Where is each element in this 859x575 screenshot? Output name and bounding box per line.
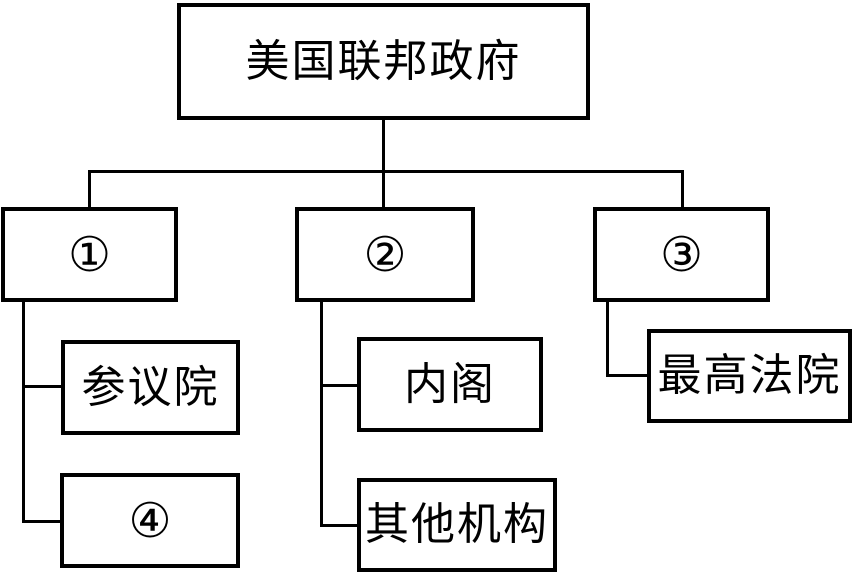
connector-horizontal-bus	[88, 170, 684, 173]
connector-root-stem	[382, 120, 385, 207]
node-other-agencies: 其他机构	[357, 478, 557, 572]
connector-to-other-agencies	[320, 524, 357, 527]
connector-drop-to-branch1	[88, 170, 91, 207]
node-branch3-label: ③	[659, 226, 704, 283]
connector-branch1-trunk	[22, 302, 25, 523]
node-federal-government: 美国联邦政府	[177, 3, 590, 120]
connector-to-supreme-court	[606, 374, 647, 377]
connector-to-senate	[22, 385, 61, 388]
node-federal-government-label: 美国联邦政府	[245, 35, 522, 87]
connector-to-branch4	[22, 520, 60, 523]
node-senate-label: 参议院	[81, 361, 220, 413]
connector-to-cabinet	[320, 384, 357, 387]
node-branch2-label: ②	[363, 226, 407, 283]
node-other-agencies-label: 其他机构	[365, 499, 549, 550]
connector-branch3-trunk	[606, 302, 609, 377]
connector-drop-to-branch3	[681, 170, 684, 207]
node-branch4-label: ④	[128, 492, 172, 549]
connector-branch2-trunk	[320, 302, 323, 527]
node-senate: 参议院	[61, 340, 240, 435]
node-branch1-label: ①	[67, 226, 112, 283]
node-cabinet: 内阁	[357, 337, 543, 432]
node-branch3: ③	[593, 207, 770, 302]
node-branch1: ①	[1, 207, 178, 302]
node-branch4: ④	[60, 473, 240, 568]
node-cabinet-label: 内阁	[404, 358, 496, 410]
node-branch2: ②	[295, 207, 475, 302]
node-supreme-court: 最高法院	[647, 329, 852, 423]
node-supreme-court-label: 最高法院	[657, 350, 842, 401]
